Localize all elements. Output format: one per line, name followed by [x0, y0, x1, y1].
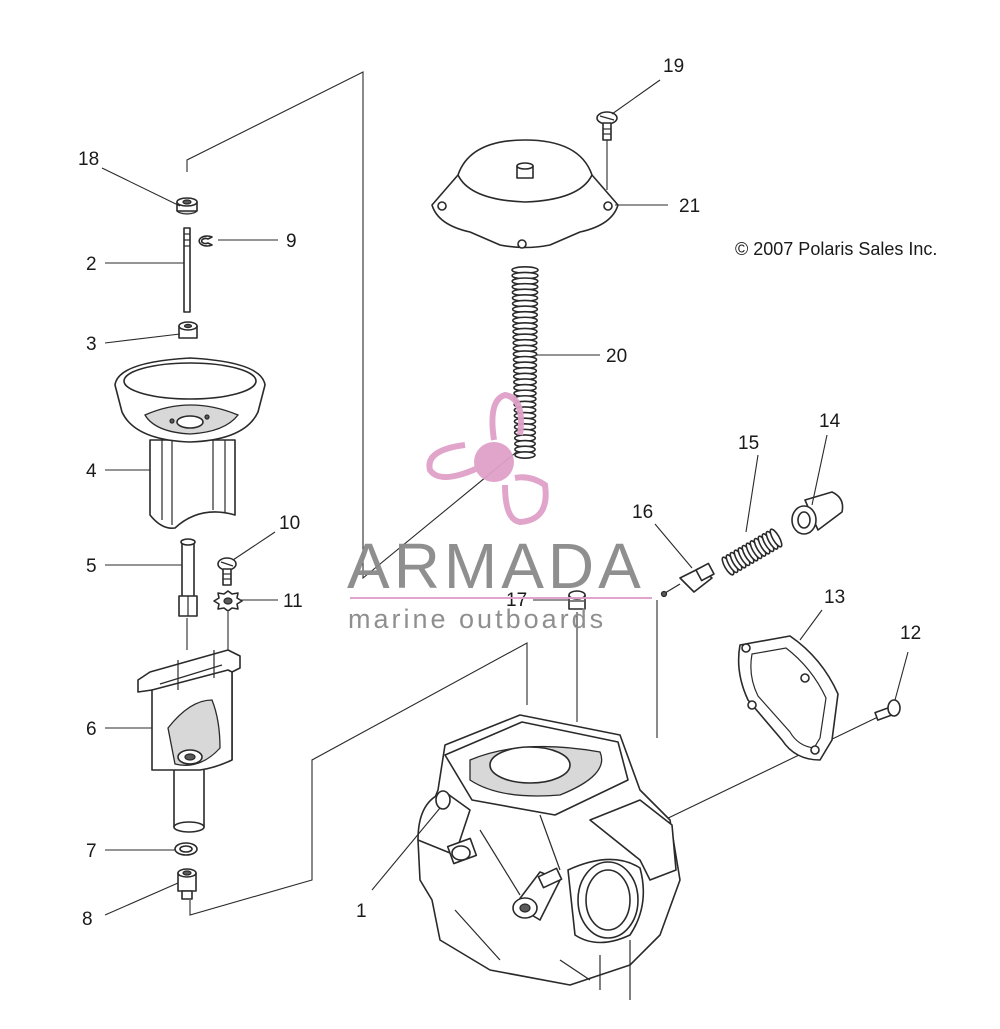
callout-11: 11 [283, 591, 303, 612]
part-3-spacer [178, 321, 198, 339]
callout-13: 13 [824, 587, 845, 608]
part-11-lock-washer [213, 590, 243, 612]
callout-16: 16 [632, 502, 653, 523]
callout-14: 14 [819, 411, 841, 432]
watermark-title: ARMADA [347, 530, 645, 602]
callout-17: 17 [506, 590, 527, 611]
copyright-notice: © 2007 Polaris Sales Inc. [735, 239, 937, 259]
part-7-o-ring [174, 842, 198, 856]
part-16-plunger [660, 562, 715, 598]
part-10-screw [217, 557, 237, 586]
part-6-holder-body [137, 649, 241, 833]
part-20-spring [511, 265, 539, 459]
part-21-top-cover [431, 139, 619, 249]
part-1-carburetor-body [417, 714, 681, 1000]
callout-18: 18 [78, 149, 99, 170]
part-12-screw [874, 699, 901, 721]
watermark-subtitle: marine outboards [348, 604, 606, 634]
part-8-main-jet [177, 868, 197, 900]
part-15-spring [721, 528, 783, 576]
spring-coil [769, 528, 783, 548]
part-2-jet-needle [183, 227, 191, 313]
callout-20: 20 [606, 346, 627, 367]
callout-9: 9 [286, 231, 297, 252]
callout-12: 12 [900, 623, 921, 644]
callout-3: 3 [86, 334, 97, 355]
part-13-gasket [737, 635, 839, 761]
callout-5: 5 [86, 556, 97, 577]
spring-coil [514, 450, 536, 459]
part-18-nut [176, 197, 198, 215]
callout-numbers: 18 2 9 3 4 5 10 11 6 7 8 1 12 13 14 15 1… [78, 56, 921, 930]
watermark: ARMADA marine outboards [347, 391, 652, 634]
part-5-needle-jet [178, 538, 198, 617]
part-9-e-clip [198, 235, 213, 247]
callout-19: 19 [663, 56, 684, 77]
callout-6: 6 [86, 719, 97, 740]
callout-15: 15 [738, 433, 759, 454]
callout-8: 8 [82, 909, 93, 930]
callout-7: 7 [86, 841, 97, 862]
callout-21: 21 [679, 196, 700, 217]
callout-leaders [101, 79, 909, 916]
part-14-cap [791, 491, 844, 535]
part-4-diaphragm-piston [114, 357, 266, 530]
callout-10: 10 [279, 513, 300, 534]
callout-4: 4 [86, 461, 97, 482]
callout-1: 1 [356, 901, 367, 922]
propeller-icon [426, 391, 549, 526]
part-19-screw [596, 111, 618, 141]
callout-2: 2 [86, 254, 97, 275]
assembly-guide-lines [186, 71, 881, 916]
